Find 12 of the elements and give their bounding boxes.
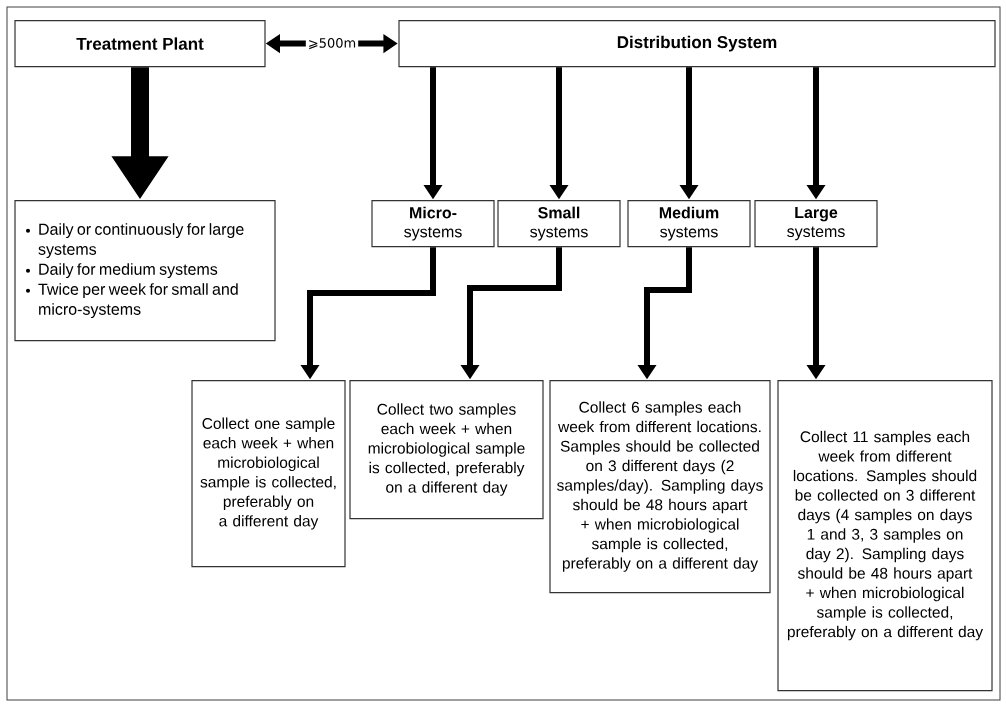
- text-box: Collect 11 samples each week from different locations. Samples should be collected on 3 different days (4 samples on days 1 and 3, 3 samples on day 2). Sampling days should be 48 hours apart + when microbiological sample is collected, preferably on a different day: [777, 380, 993, 692]
- text-box: Daily or continuously for large systems Daily for medium systems Twice per week for small and micro-systems: [14, 200, 276, 342]
- text-box: Collect 6 samples each week from different locations. Samples should be collected on 3 different days (2 samples/day). Sampling days should be 48 hours apart + when microbiological sample is collected, preferably on a different day: [549, 380, 771, 594]
- system-box: Medium systems: [627, 200, 751, 248]
- system-box: Micro- systems: [371, 200, 495, 248]
- system-box: Large systems: [754, 200, 878, 248]
- system-box: Small systems: [497, 200, 621, 248]
- title-box: Treatment Plant: [14, 20, 266, 68]
- text-box: Collect two samples each week + when microbiological sample is collected, preferably on a different day: [349, 380, 544, 520]
- text-box: Collect one sample each week + when microbiological sample is collected, preferably on a different day: [191, 380, 346, 568]
- edge-label: ⩾500m: [309, 37, 356, 50]
- title-box: Distribution System: [398, 20, 996, 68]
